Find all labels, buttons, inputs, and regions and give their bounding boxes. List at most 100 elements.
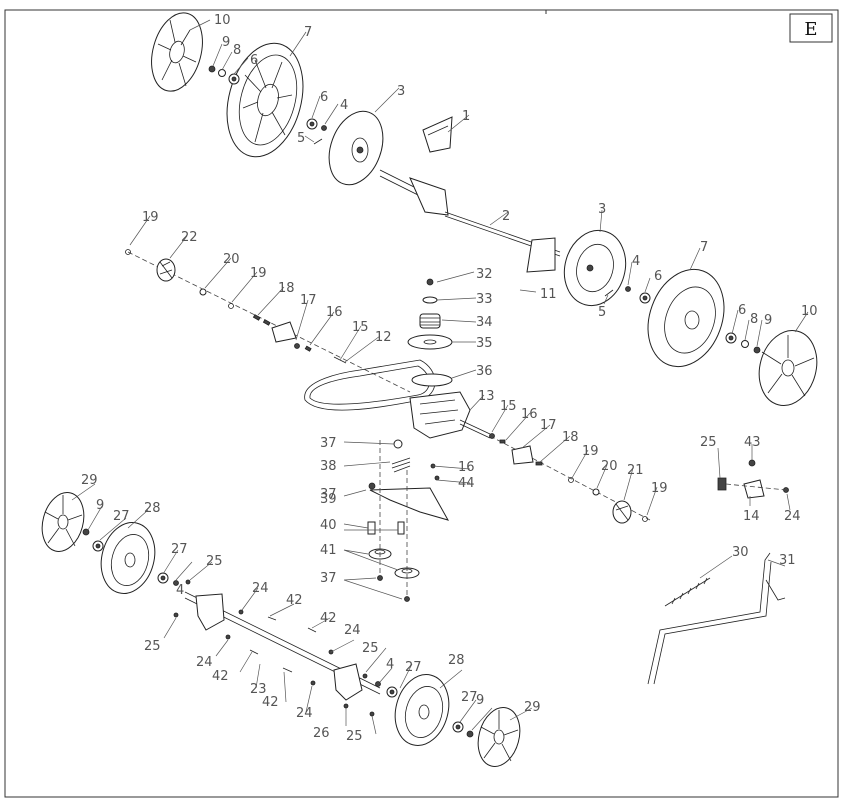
callout-42: 42 <box>320 611 337 626</box>
callout-6: 6 <box>654 269 662 284</box>
top-left-rear-wheel <box>226 42 304 158</box>
callout-38: 38 <box>320 459 337 474</box>
callout-18: 18 <box>562 430 579 445</box>
callout-5: 5 <box>297 131 305 146</box>
bottom-right-hubcap <box>477 707 521 767</box>
pulley-stack <box>407 278 453 387</box>
callout-16: 16 <box>521 407 538 422</box>
callout-11: 11 <box>540 287 557 302</box>
callout-28: 28 <box>144 501 161 516</box>
top-right-hubcap <box>758 330 818 406</box>
gearbox <box>409 391 491 439</box>
callout-25: 25 <box>346 729 363 744</box>
callout-42: 42 <box>286 593 303 608</box>
callout-7: 7 <box>700 240 708 255</box>
callout-41: 41 <box>320 543 337 558</box>
callout-37: 37 <box>320 487 337 502</box>
top-right-hub-plate <box>563 229 627 307</box>
leader-lines <box>71 19 809 735</box>
callout-35: 35 <box>476 336 493 351</box>
callout-9: 9 <box>476 693 484 708</box>
callout-9: 9 <box>222 35 230 50</box>
side-bracket <box>717 459 789 499</box>
callout-29: 29 <box>81 473 98 488</box>
callout-4: 4 <box>632 254 640 269</box>
callout-24: 24 <box>252 581 269 596</box>
clutch-assembly <box>367 439 450 602</box>
callout-43: 43 <box>744 435 761 450</box>
callout-13: 13 <box>478 389 495 404</box>
callout-23: 23 <box>250 682 267 697</box>
callout-36: 36 <box>476 364 493 379</box>
callout-4: 4 <box>340 98 348 113</box>
callout-25: 25 <box>206 554 223 569</box>
cable-spring <box>664 577 711 607</box>
callout-9: 9 <box>764 313 772 328</box>
callout-24: 24 <box>196 655 213 670</box>
callout-labels: 1 2 3 3 4 4 4 4 5 5 6 6 6 6 7 7 8 8 9 9 … <box>81 13 818 744</box>
bottom-right-small-parts <box>375 681 474 738</box>
callout-19: 19 <box>651 481 668 496</box>
callout-39: 39 <box>320 492 337 507</box>
callout-34: 34 <box>476 315 493 330</box>
callout-40: 40 <box>320 518 337 533</box>
callout-3: 3 <box>598 202 606 217</box>
callout-18: 18 <box>278 281 295 296</box>
callout-29: 29 <box>524 700 541 715</box>
callout-22: 22 <box>181 230 198 245</box>
callout-33: 33 <box>476 292 493 307</box>
callout-37: 37 <box>320 436 337 451</box>
drawing-frame <box>4 9 839 798</box>
callout-28: 28 <box>448 653 465 668</box>
callout-6: 6 <box>250 53 258 68</box>
callout-42: 42 <box>262 695 279 710</box>
callout-32: 32 <box>476 267 493 282</box>
front-axle <box>173 591 381 717</box>
callout-44: 44 <box>458 476 475 491</box>
callout-6: 6 <box>320 90 328 105</box>
top-left-hubcap <box>151 12 203 92</box>
left-shaft-parts <box>125 249 347 364</box>
callout-25: 25 <box>144 639 161 654</box>
callout-19: 19 <box>142 210 159 225</box>
axle-cover <box>422 116 453 153</box>
shaft-dash-line <box>127 251 411 393</box>
bottom-left-hubcap <box>41 492 85 552</box>
bottom-right-front-wheel <box>394 674 450 746</box>
callout-27: 27 <box>405 660 422 675</box>
callout-5: 5 <box>598 305 606 320</box>
callout-10: 10 <box>801 304 818 319</box>
callout-3: 3 <box>397 84 405 99</box>
top-right-rear-wheel <box>647 268 725 368</box>
callout-17: 17 <box>300 293 317 308</box>
callout-14: 14 <box>743 509 760 524</box>
bottom-left-front-wheel <box>100 522 156 594</box>
callout-21: 21 <box>627 463 644 478</box>
callout-16: 16 <box>458 460 475 475</box>
callout-17: 17 <box>540 418 557 433</box>
callout-26: 26 <box>313 726 330 741</box>
callout-25: 25 <box>700 435 717 450</box>
callout-19: 19 <box>250 266 267 281</box>
callout-24: 24 <box>344 623 361 638</box>
callout-27: 27 <box>113 509 130 524</box>
section-letter: E <box>804 19 817 40</box>
callout-20: 20 <box>223 252 240 267</box>
callout-27: 27 <box>171 542 188 557</box>
callout-15: 15 <box>500 399 517 414</box>
drive-handle <box>647 552 786 685</box>
callout-6: 6 <box>738 303 746 318</box>
callout-15: 15 <box>352 320 369 335</box>
callout-8: 8 <box>750 312 758 327</box>
bottom-left-small-parts <box>82 528 191 586</box>
callout-7: 7 <box>304 25 312 40</box>
callout-19: 19 <box>582 444 599 459</box>
callout-10: 10 <box>214 13 231 28</box>
callout-30: 30 <box>732 545 749 560</box>
callout-25: 25 <box>362 641 379 656</box>
callout-2: 2 <box>502 209 510 224</box>
callout-27: 27 <box>461 690 478 705</box>
callout-24: 24 <box>784 509 801 524</box>
top-left-small-parts <box>208 65 327 145</box>
